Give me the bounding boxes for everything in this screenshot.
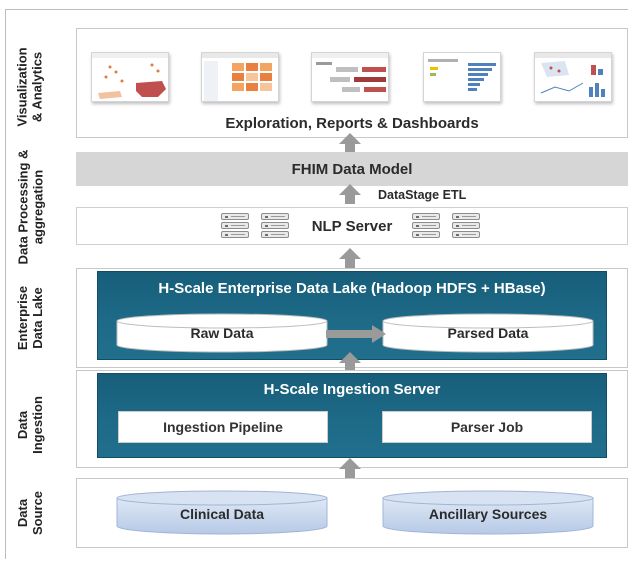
dashboard-thumbnail-map xyxy=(91,52,169,102)
side-label-ingestion: Data Ingestion xyxy=(8,380,52,470)
raw-data-cylinder xyxy=(116,313,328,353)
ancillary-sources-label: Ancillary Sources xyxy=(428,506,548,522)
side-label-lake-text: Enterprise Data Lake xyxy=(15,285,45,351)
arrow-up-to-lake xyxy=(339,352,361,372)
side-label-ingestion-text: Data Ingestion xyxy=(15,396,45,454)
server-icon xyxy=(452,213,480,239)
server-icon xyxy=(412,213,440,239)
dashboard-thumbnail-heatmap xyxy=(201,52,279,102)
nlp-server-title: NLP Server xyxy=(311,218,393,235)
frame-left-line xyxy=(5,9,6,559)
server-icon xyxy=(261,213,289,239)
dashboard-thumbnail-gantt xyxy=(311,52,389,102)
parsed-data-label: Parsed Data xyxy=(447,325,529,341)
clinical-data-label: Clinical Data xyxy=(179,506,265,522)
ingestion-pipeline-box: Ingestion Pipeline xyxy=(118,411,328,443)
dashboard-thumbnail-bars xyxy=(423,52,501,102)
gantt-thumbnail-graphic xyxy=(312,53,388,92)
side-label-visualization-text: Visualization & Analytics xyxy=(15,47,46,127)
side-label-lake: Enterprise Data Lake xyxy=(8,268,52,368)
nlp-server-band: NLP Server xyxy=(76,207,628,245)
frame-top-line xyxy=(5,9,628,10)
ingestion-title: H-Scale Ingestion Server xyxy=(263,381,441,398)
raw-data-label: Raw Data xyxy=(190,325,254,341)
dashboard-thumbnail-geo xyxy=(534,52,612,102)
parser-job-box: Parser Job xyxy=(382,411,592,443)
side-label-visualization: Visualization & Analytics xyxy=(8,28,52,146)
arrow-up-to-fhim xyxy=(339,184,361,204)
geo-thumbnail-graphic xyxy=(535,53,611,97)
clinical-data-cylinder xyxy=(116,490,328,535)
side-label-processing-text: Data Processing & aggregation xyxy=(15,149,45,265)
fhim-data-model-title: FHIM Data Model xyxy=(291,161,413,178)
visualization-layer-title: Exploration, Reports & Dashboards xyxy=(225,115,479,132)
side-label-source: Data Source xyxy=(8,478,52,548)
arrow-up-to-nlp xyxy=(339,248,361,268)
fhim-data-model-band: FHIM Data Model xyxy=(76,152,628,186)
arrow-up-to-visualization xyxy=(339,133,361,153)
server-icon xyxy=(221,213,249,239)
bars-thumbnail-graphic xyxy=(428,59,496,91)
ancillary-sources-cylinder xyxy=(382,490,594,535)
map-thumbnail-graphic xyxy=(92,53,168,99)
side-label-processing: Data Processing & aggregation xyxy=(8,148,52,266)
heatmap-thumbnail-graphic xyxy=(202,53,278,101)
side-label-source-text: Data Source xyxy=(15,490,46,536)
parsed-data-cylinder xyxy=(382,313,594,353)
data-lake-title: H-Scale Enterprise Data Lake (Hadoop HDF… xyxy=(158,280,546,297)
datastage-etl-label: DataStage ETL xyxy=(378,188,467,202)
arrow-up-to-ingestion xyxy=(339,458,361,478)
arrow-right-raw-to-parsed xyxy=(326,325,386,343)
